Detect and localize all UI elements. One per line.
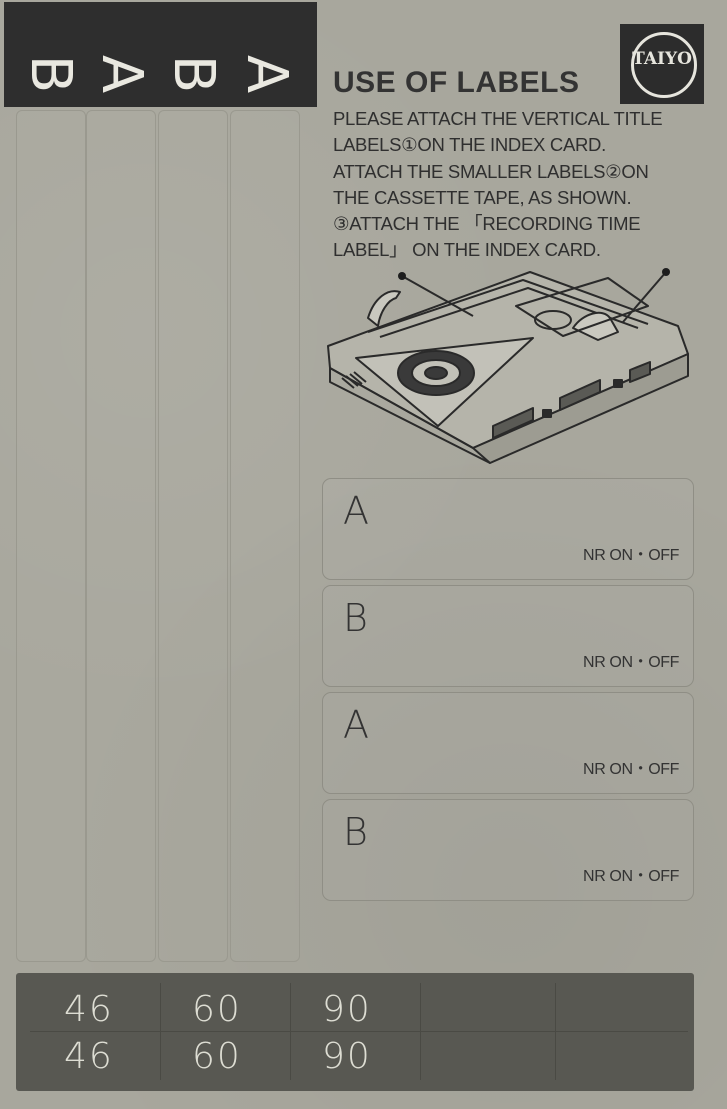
side-letter: B	[343, 596, 368, 640]
instruction-line: ATTACH THE SMALLER LABELS②ON	[333, 160, 649, 182]
time-cell	[555, 983, 688, 1031]
taiyo-logo: TAIYO	[620, 24, 704, 104]
spine-letter: B	[161, 54, 226, 94]
nr-text: NR ON・OFF	[583, 654, 679, 671]
time-cell	[420, 1032, 556, 1080]
instruction-line: LABELS①ON THE INDEX CARD.	[333, 134, 606, 156]
recording-time-grid: 46 60 90 46 60 90	[30, 983, 688, 1080]
nr-text: NR ON・OFF	[583, 868, 679, 885]
nr-text: NR ON・OFF	[583, 761, 679, 778]
small-label-b: B NR ON・OFF	[322, 799, 694, 901]
small-label-b: B NR ON・OFF	[322, 585, 694, 687]
spine-label-4	[230, 110, 300, 962]
logo-circle-icon	[631, 32, 697, 98]
instruction-line: PLEASE ATTACH THE VERTICAL TITLE	[333, 108, 663, 129]
nr-text: NR ON・OFF	[583, 547, 679, 564]
time-cell	[290, 983, 421, 1031]
small-label-a: A NR ON・OFF	[322, 478, 694, 580]
spine-label-2	[86, 110, 156, 962]
side-letter: A	[343, 489, 369, 533]
time-row: 46 60 90	[30, 983, 688, 1031]
spine-header-band	[4, 2, 317, 107]
time-value: 60	[192, 1036, 242, 1077]
time-row: 46 60 90	[30, 1031, 688, 1080]
side-letter: B	[343, 810, 368, 854]
spine-letter: A	[234, 54, 299, 94]
spine-label-1	[16, 110, 86, 962]
time-cell	[160, 983, 291, 1031]
instruction-line: LABEL」 ON THE INDEX CARD.	[333, 239, 601, 261]
time-value: 46	[64, 989, 114, 1030]
small-label-a: A NR ON・OFF	[322, 692, 694, 794]
time-value: 90	[322, 989, 372, 1030]
time-cell	[160, 1032, 291, 1080]
time-cell	[30, 1032, 161, 1080]
time-value: 60	[192, 989, 242, 1030]
instructions-title: USE OF LABELS	[333, 66, 580, 99]
logo-text: TAIYO	[632, 49, 692, 69]
time-cell	[30, 983, 161, 1031]
instruction-line: ③ATTACH THE 「RECORDING TIME	[333, 213, 641, 235]
instruction-line: THE CASSETTE TAPE, AS SHOWN.	[333, 186, 632, 208]
instructions-text: PLEASE ATTACH THE VERTICAL TITLE LABELS①…	[333, 106, 703, 264]
spine-letter: A	[89, 54, 154, 94]
side-letter: A	[343, 703, 369, 747]
time-cell	[290, 1032, 421, 1080]
time-value: 46	[64, 1036, 114, 1077]
time-cell	[555, 1032, 688, 1080]
time-cell	[420, 983, 556, 1031]
spine-label-3	[158, 110, 228, 962]
spine-letter: B	[18, 54, 83, 94]
recording-time-label: 46 60 90 46 60 90	[16, 973, 694, 1091]
time-value: 90	[322, 1036, 372, 1077]
cassette-illustration-icon	[327, 268, 689, 464]
